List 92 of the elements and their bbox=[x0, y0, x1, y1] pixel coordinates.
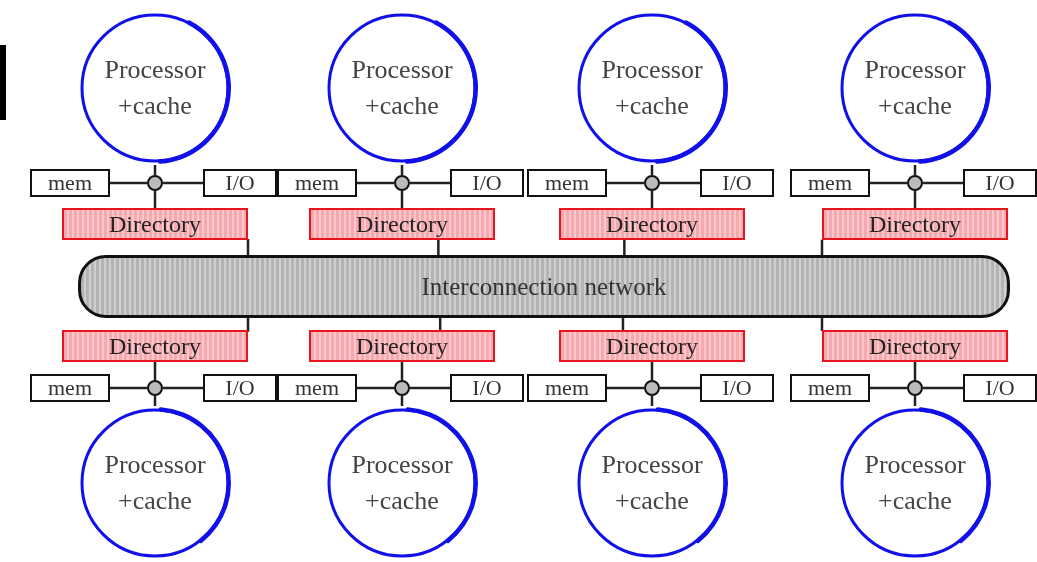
node-label: Directory bbox=[109, 210, 201, 238]
memory-box bbox=[30, 169, 110, 197]
memory-box bbox=[277, 374, 357, 402]
memory-box bbox=[527, 374, 607, 402]
memory-box bbox=[527, 169, 607, 197]
processor-label: Processor +cache bbox=[350, 54, 454, 122]
processor-circle bbox=[78, 12, 232, 164]
node-label: I/O bbox=[472, 375, 502, 401]
junction-circle bbox=[644, 380, 660, 396]
network-bar bbox=[78, 255, 1010, 318]
processor-label: Processor +cache bbox=[863, 54, 967, 122]
io-box bbox=[203, 374, 277, 402]
connector-line bbox=[357, 386, 394, 390]
processor-label: Processor +cache bbox=[350, 449, 454, 517]
junction-circle bbox=[147, 380, 163, 396]
connector-line bbox=[410, 181, 450, 185]
connector-line bbox=[110, 386, 147, 390]
connector-line bbox=[660, 181, 700, 185]
junction-circle bbox=[394, 175, 410, 191]
connector-line bbox=[870, 181, 907, 185]
node-label: I/O bbox=[722, 170, 752, 196]
node-label: I/O bbox=[985, 170, 1015, 196]
node-label: Directory bbox=[109, 332, 201, 360]
directory-box bbox=[309, 330, 495, 362]
node-label: mem bbox=[545, 375, 589, 401]
junction-circle bbox=[907, 175, 923, 191]
connector-line bbox=[357, 181, 394, 185]
node-label: I/O bbox=[225, 170, 255, 196]
processor-circle bbox=[838, 12, 992, 164]
node-label: mem bbox=[295, 375, 339, 401]
connector-line bbox=[660, 386, 700, 390]
junction-circle bbox=[394, 380, 410, 396]
junction-circle bbox=[147, 175, 163, 191]
io-box bbox=[700, 169, 774, 197]
node-label: Interconnection network bbox=[421, 272, 667, 301]
io-box bbox=[450, 169, 524, 197]
memory-box bbox=[30, 374, 110, 402]
node-label: mem bbox=[48, 170, 92, 196]
directory-box bbox=[309, 208, 495, 240]
node-label: mem bbox=[545, 170, 589, 196]
node-label: mem bbox=[295, 170, 339, 196]
node-label: mem bbox=[808, 170, 852, 196]
memory-box bbox=[790, 374, 870, 402]
connector-line bbox=[870, 386, 907, 390]
node-label: Directory bbox=[869, 332, 961, 360]
connector-line bbox=[110, 181, 147, 185]
connector-line bbox=[410, 386, 450, 390]
connector-line bbox=[607, 181, 644, 185]
node-label: I/O bbox=[985, 375, 1015, 401]
processor-label: Processor +cache bbox=[600, 449, 704, 517]
io-box bbox=[203, 169, 277, 197]
io-box bbox=[963, 374, 1037, 402]
processor-label: Processor +cache bbox=[600, 54, 704, 122]
processor-circle bbox=[575, 12, 729, 164]
processor-circle bbox=[325, 12, 479, 164]
processor-circle bbox=[325, 407, 479, 559]
connector-line bbox=[437, 240, 440, 255]
io-box bbox=[700, 374, 774, 402]
io-box bbox=[963, 169, 1037, 197]
directory-box bbox=[822, 330, 1008, 362]
processor-label: Processor +cache bbox=[103, 449, 207, 517]
node-label: I/O bbox=[472, 170, 502, 196]
node-label: mem bbox=[48, 375, 92, 401]
memory-box bbox=[790, 169, 870, 197]
node-label: I/O bbox=[722, 375, 752, 401]
memory-box bbox=[277, 169, 357, 197]
processor-circle bbox=[575, 407, 729, 559]
directory-box bbox=[62, 208, 248, 240]
node-label: I/O bbox=[225, 375, 255, 401]
directory-box bbox=[559, 208, 745, 240]
directory-box bbox=[62, 330, 248, 362]
node-label: Directory bbox=[356, 332, 448, 360]
node-label: Directory bbox=[869, 210, 961, 238]
directory-box bbox=[822, 208, 1008, 240]
processor-label: Processor +cache bbox=[863, 449, 967, 517]
node-label: Directory bbox=[356, 210, 448, 238]
node-label: Directory bbox=[606, 332, 698, 360]
node-label: mem bbox=[808, 375, 852, 401]
processor-label: Processor +cache bbox=[103, 54, 207, 122]
connector-line bbox=[163, 181, 203, 185]
connector-line bbox=[163, 386, 203, 390]
junction-circle bbox=[644, 175, 660, 191]
processor-circle bbox=[78, 407, 232, 559]
connector-line bbox=[923, 181, 963, 185]
junction-circle bbox=[907, 380, 923, 396]
processor-circle bbox=[838, 407, 992, 559]
connector-line bbox=[923, 386, 963, 390]
node-label: Directory bbox=[606, 210, 698, 238]
directory-box bbox=[559, 330, 745, 362]
connector-line bbox=[607, 386, 644, 390]
connector-line bbox=[623, 240, 626, 255]
io-box bbox=[450, 374, 524, 402]
